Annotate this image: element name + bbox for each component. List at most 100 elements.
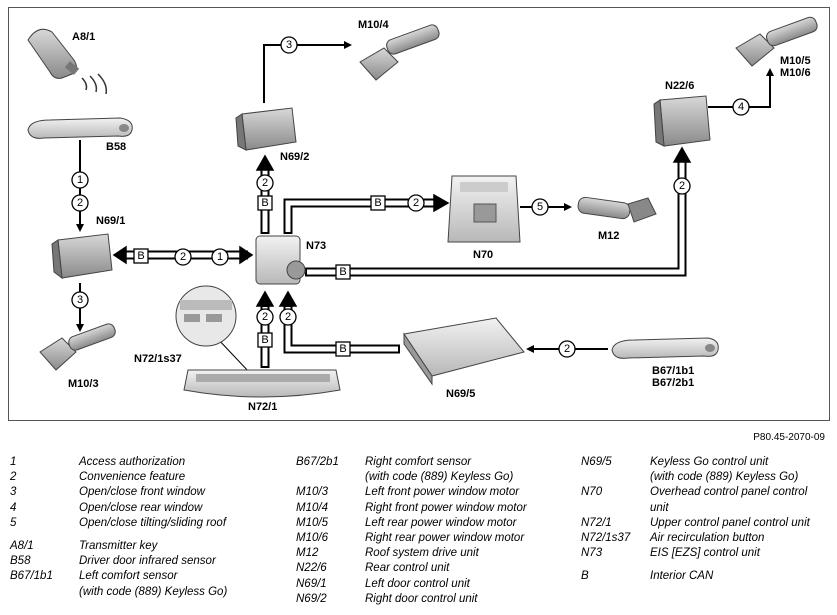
legend-entry: B58 Driver door infrared sensor (10, 554, 227, 569)
legend-key: M12 (296, 547, 319, 560)
n72-1-panel-shape (183, 369, 341, 398)
legend-key: 4 (10, 501, 17, 514)
m12-drive-shape (577, 196, 657, 223)
label-n72-1: N72/1 (248, 401, 277, 413)
num-2: 2 (77, 197, 83, 209)
legend-entry: 4 Open/close rear window (10, 501, 227, 516)
line-n22-6-m10-5 (708, 68, 774, 108)
label-n73: N73 (306, 240, 326, 252)
n69-1-unit-shape (51, 233, 113, 280)
bus-label: B (374, 197, 381, 209)
legend-value: Right rear power window motor (365, 532, 525, 545)
line-n69-2-m10-4 (263, 41, 352, 103)
label-n69-1: N69/1 (96, 215, 125, 227)
door-handle-b67-shape (611, 337, 719, 359)
legend-key: B58 (10, 555, 31, 568)
legend-entry: M12 Roof system drive unit (296, 546, 527, 561)
bus-label: B (261, 197, 268, 209)
legend-key: N73 (581, 547, 603, 560)
num-1: 1 (77, 174, 83, 186)
bus-box (133, 248, 149, 264)
transmitter-key-shape (27, 28, 108, 95)
label-n70: N70 (473, 249, 493, 261)
bus-box (335, 264, 351, 280)
legend-key: M10/6 (296, 532, 328, 545)
num-circle (280, 36, 298, 54)
legend-key: N69/2 (296, 592, 327, 605)
legend-value: Left front power window motor (365, 486, 520, 499)
number-circles (71, 36, 750, 358)
bus-label: B (137, 250, 144, 262)
bus-box (257, 332, 273, 348)
legend-key: B (581, 570, 589, 583)
label-n72-1s37: N72/1s37 (134, 353, 182, 365)
legend-entry: N69/1 Left door control unit (296, 577, 527, 592)
legend-entry: B Interior CAN (581, 569, 810, 584)
legend-entry: M10/6 Right rear power window motor (296, 531, 527, 546)
legend-spacer (581, 561, 810, 569)
legend-entry: N73 EIS [EZS] control unit (581, 546, 810, 561)
legend-key: 3 (10, 486, 17, 499)
num-circle (256, 174, 274, 192)
legend-key: M10/3 (296, 486, 328, 499)
bus-boxes (133, 195, 386, 357)
legend-key: B67/2b1 (296, 456, 339, 468)
legend-value: Interior CAN (650, 570, 714, 583)
legend-value: Left rear power window motor (365, 516, 517, 529)
label-b58: B58 (106, 141, 126, 153)
legend-key: N22/6 (296, 562, 327, 575)
label-m12: M12 (598, 230, 619, 242)
label-n69-5: N69/5 (446, 388, 475, 400)
legend-value: Open/close front window (79, 486, 205, 499)
num-3: 3 (286, 39, 292, 51)
legend-spacer (10, 531, 227, 539)
legend-key: M10/5 (296, 516, 328, 529)
legend-value: Air recirculation button (650, 532, 765, 545)
legend-value: Left door control unit (365, 577, 470, 590)
m10-4-motor-shape (359, 24, 440, 81)
label-m10-3: M10/3 (68, 378, 99, 390)
label-b67-1b1: B67/1b1 (652, 365, 694, 377)
num-2: 2 (564, 343, 570, 355)
n72-1s37-magnifier-shape (175, 285, 237, 347)
legend-column-2: B67/2b1 Right comfort sensor (with code (… (296, 455, 527, 607)
legend-entry: 3 Open/close front window (10, 485, 227, 500)
num-circle (558, 340, 576, 358)
m10-3-motor-shape (39, 323, 116, 371)
num-3: 3 (77, 294, 83, 306)
legend-key: N69/1 (296, 577, 327, 590)
legend-entry: M10/3 Left front power window motor (296, 485, 527, 500)
legend-value: Open/close rear window (79, 501, 203, 514)
num-circle (211, 248, 229, 266)
number-texts: 1 2 3 3 2 2 1 2 5 4 2 2 2 2 (77, 39, 744, 355)
label-n22-6: N22/6 (665, 80, 694, 92)
legend-key: N72/1s37 (581, 532, 631, 545)
num-circle (71, 171, 89, 189)
legend-value: Driver door infrared sensor (79, 555, 216, 568)
num-circle (673, 177, 691, 195)
n69-5-unit-shape (403, 317, 525, 386)
legend-key: N69/5 (581, 456, 612, 468)
legend-value: EIS [EZS] control unit (650, 547, 760, 560)
bus-arrow-right (239, 245, 254, 265)
num-circle (279, 308, 297, 326)
legend-value: Open/close tilting/sliding roof (79, 516, 227, 529)
num-5: 5 (537, 201, 543, 213)
legend-key: B67/1b1 (10, 570, 53, 583)
legend-key: M10/4 (296, 501, 328, 514)
label-n69-2: N69/2 (280, 151, 309, 163)
component-labels: A8/1 B58 N69/1 M10/3 M10/4 N69/2 N73 N70… (68, 19, 811, 413)
legend-value: Roof system drive unit (365, 547, 479, 560)
num-circle (174, 248, 192, 266)
legend-value: Right comfort sensor (with code (889) Ke… (365, 456, 514, 484)
bus-label: B (339, 266, 346, 278)
legend-value: Access authorization (79, 456, 186, 468)
